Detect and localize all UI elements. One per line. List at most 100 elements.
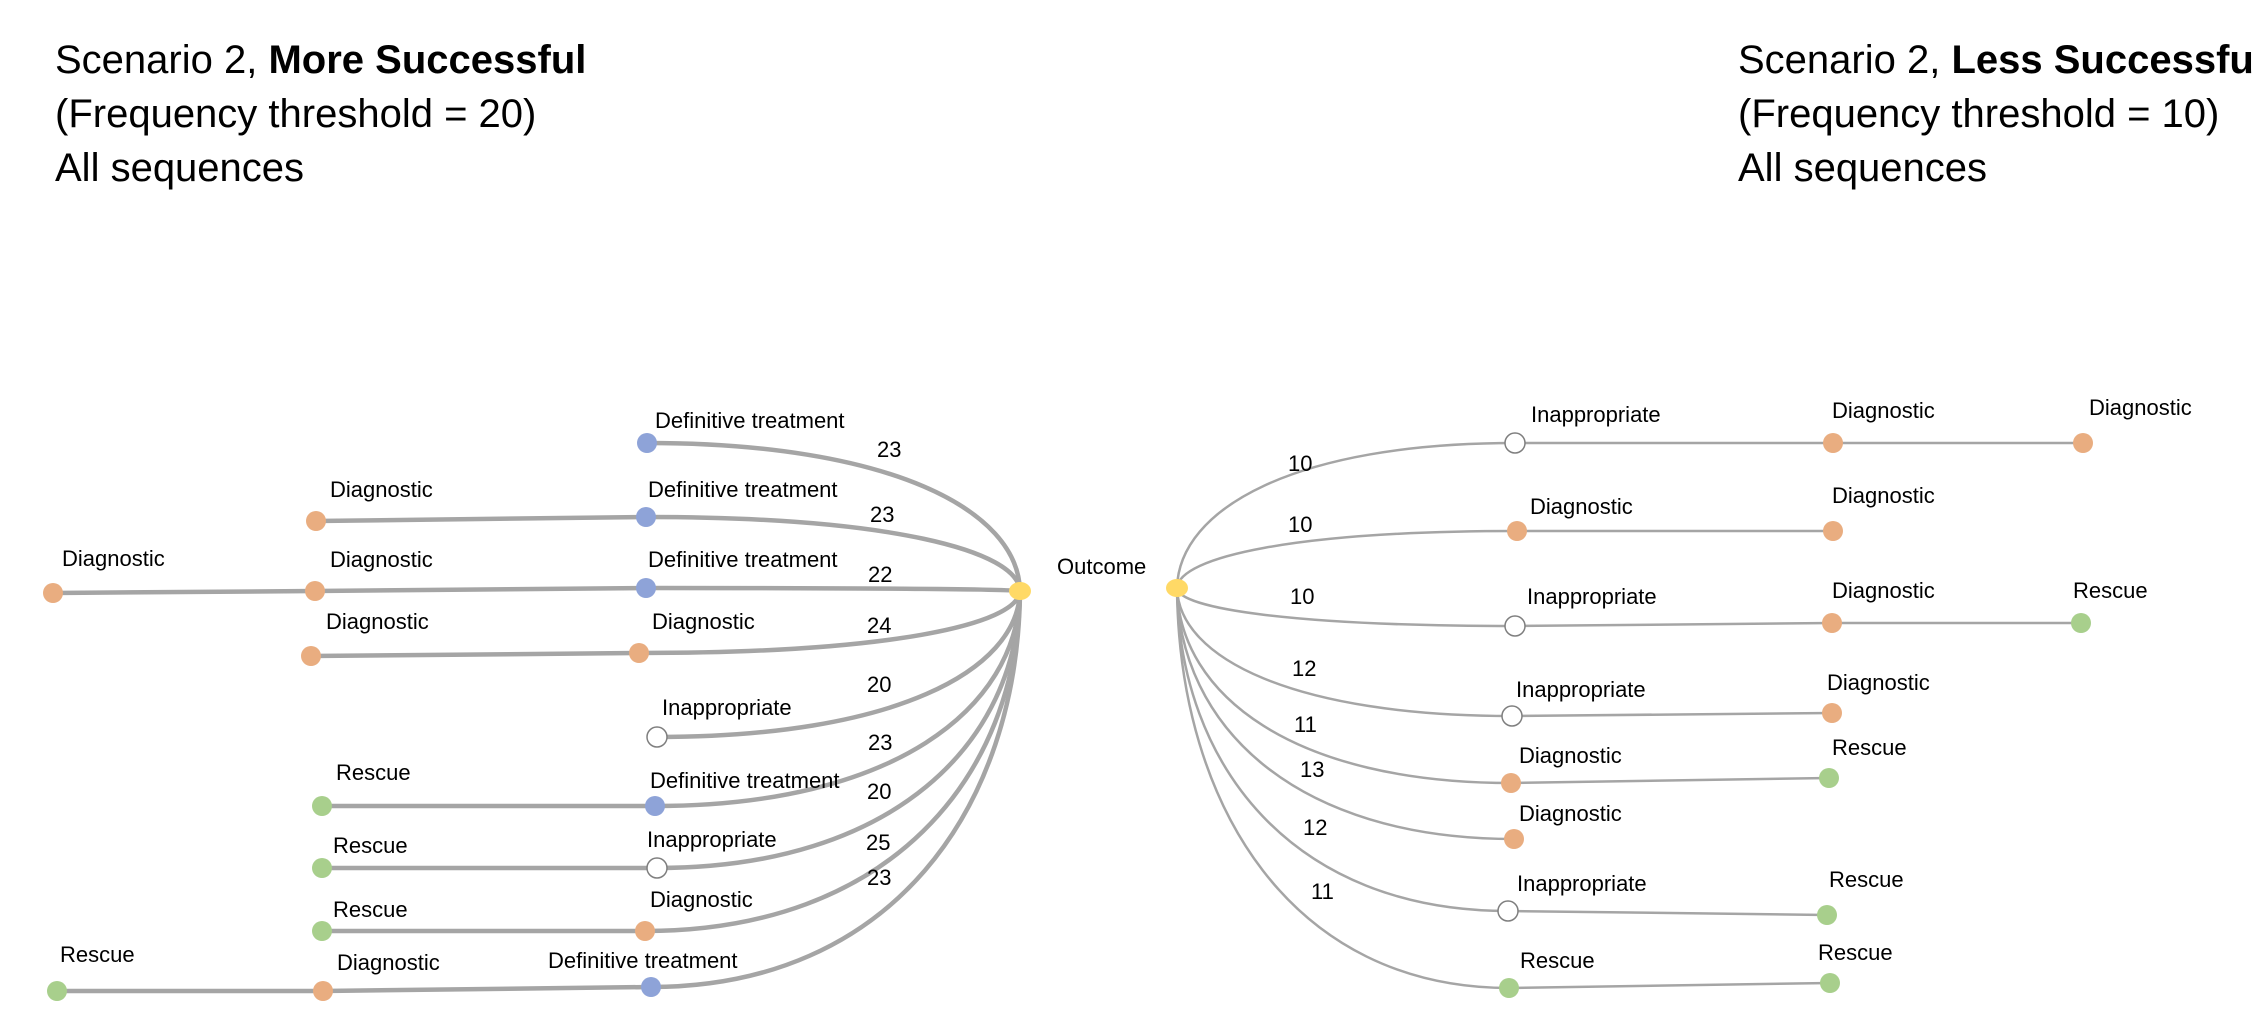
right-edge-outcome-2 — [1175, 529, 1518, 589]
right-node-diagnostic — [1507, 521, 1527, 541]
left-title-bold: More Successful — [268, 38, 587, 82]
right-node-label-diagnostic: Diagnostic — [1530, 494, 1633, 519]
right-edge-outcome-3 — [1175, 587, 1516, 628]
left-node-definitive-treatment — [641, 977, 661, 997]
right-edge-5-1 — [1510, 776, 1830, 785]
right-node-rescue — [1820, 973, 1840, 993]
left-edge-count: 24 — [867, 613, 891, 638]
left-edge-count: 22 — [868, 562, 892, 587]
right-node-label-diagnostic: Diagnostic — [1832, 578, 1935, 603]
left-threshold: (Frequency threshold = 20) — [55, 92, 537, 136]
right-edge-count: 12 — [1292, 656, 1316, 681]
right-node-rescue — [1817, 905, 1837, 925]
left-node-definitive-treatment — [636, 507, 656, 527]
right-node-diagnostic — [2073, 433, 2093, 453]
right-edge-outcome-7 — [1175, 587, 1509, 913]
right-title-bold: Less Successful — [1951, 38, 2252, 82]
left-edge-outcome-6 — [654, 590, 1023, 809]
right-node-label-inappropriate: Inappropriate — [1527, 584, 1657, 609]
left-node-definitive-treatment — [645, 796, 665, 816]
left-edge-outcome-8 — [644, 590, 1023, 934]
right-edge-8-1 — [1508, 981, 1831, 990]
right-node-label-rescue: Rescue — [1818, 940, 1893, 965]
left-node-label-inappropriate: Inappropriate — [662, 695, 792, 720]
left-node-label-diagnostic: Diagnostic — [337, 950, 440, 975]
left-edge-count: 20 — [867, 672, 891, 697]
left-subtitle: All sequences — [55, 146, 305, 190]
right-edge-count: 13 — [1300, 757, 1324, 782]
left-edge-count: 23 — [867, 865, 891, 890]
right-node-diagnostic — [1823, 521, 1843, 541]
left-node-diagnostic — [629, 643, 649, 663]
left-node-label-diagnostic: Diagnostic — [650, 887, 753, 912]
left-node-label-diagnostic: Diagnostic — [326, 609, 429, 634]
right-subtitle: All sequences — [1738, 146, 1988, 190]
right-node-rescue — [1819, 768, 1839, 788]
left-node-inappropriate — [646, 857, 668, 879]
edges-layer — [52, 440, 2083, 994]
right-node-label-diagnostic: Diagnostic — [1519, 743, 1622, 768]
right-edge-count: 10 — [1288, 512, 1312, 537]
left-title: Scenario 2, More Successful (Frequency t… — [55, 33, 586, 195]
left-edge-count: 20 — [867, 779, 891, 804]
left-node-label-diagnostic: Diagnostic — [62, 546, 165, 571]
right-node-inappropriate — [1504, 615, 1526, 637]
left-node-diagnostic — [305, 581, 325, 601]
left-edge-9-1 — [322, 984, 652, 994]
right-edge-3-1 — [1514, 621, 1833, 628]
left-node-label-definitive-treatment: Definitive treatment — [548, 948, 738, 973]
right-edge-count: 12 — [1303, 815, 1327, 840]
right-node-label-diagnostic: Diagnostic — [1519, 801, 1622, 826]
left-node-definitive-treatment — [637, 433, 657, 453]
left-node-rescue — [47, 981, 67, 1001]
right-node-label-inappropriate: Inappropriate — [1517, 871, 1647, 896]
right-threshold: (Frequency threshold = 10) — [1738, 92, 2220, 136]
right-edge-outcome-5 — [1175, 587, 1512, 785]
right-node-label-inappropriate: Inappropriate — [1531, 402, 1661, 427]
left-edge-outcome-5 — [656, 590, 1023, 740]
right-node-rescue — [1499, 978, 1519, 998]
left-node-inappropriate — [646, 726, 668, 748]
left-node-diagnostic — [313, 981, 333, 1001]
left-node-label-rescue: Rescue — [333, 897, 408, 922]
nodes-layer — [43, 432, 2093, 1001]
left-node-label-definitive-treatment: Definitive treatment — [648, 477, 838, 502]
left-node-label-definitive-treatment: Definitive treatment — [655, 408, 845, 433]
left-node-label-diagnostic: Diagnostic — [652, 609, 755, 634]
left-title-prefix: Scenario 2, — [55, 38, 269, 82]
left-edge-3-2 — [52, 588, 316, 596]
right-title-prefix: Scenario 2, — [1738, 38, 1952, 82]
right-title-line: Scenario 2, Less Successful — [1738, 33, 2252, 87]
right-node-inappropriate — [1504, 432, 1526, 454]
left-edge-2-1 — [315, 514, 647, 524]
left-node-label-definitive-treatment: Definitive treatment — [650, 768, 840, 793]
left-node-label-inappropriate: Inappropriate — [647, 827, 777, 852]
right-edge-4-1 — [1511, 711, 1833, 718]
left-node-label-rescue: Rescue — [333, 833, 408, 858]
right-node-label-inappropriate: Inappropriate — [1516, 677, 1646, 702]
right-node-diagnostic — [1501, 773, 1521, 793]
right-edge-count: 11 — [1311, 879, 1334, 904]
left-node-rescue — [312, 921, 332, 941]
right-node-label-diagnostic: Diagnostic — [1832, 483, 1935, 508]
left-title-line: Scenario 2, More Successful — [55, 33, 586, 87]
left-edge-outcome-9 — [650, 590, 1023, 990]
right-edge-count: 10 — [1288, 451, 1312, 476]
right-node-label-diagnostic: Diagnostic — [1832, 398, 1935, 423]
left-edge-count: 25 — [866, 830, 890, 855]
right-node-label-rescue: Rescue — [1829, 867, 1904, 892]
right-node-label-rescue: Rescue — [2073, 578, 2148, 603]
right-node-diagnostic — [1822, 703, 1842, 723]
left-node-label-definitive-treatment: Definitive treatment — [648, 547, 838, 572]
right-edge-7-1 — [1507, 909, 1828, 917]
right-node-label-rescue: Rescue — [1832, 735, 1907, 760]
right-node-diagnostic — [1822, 613, 1842, 633]
right-node-inappropriate — [1497, 900, 1519, 922]
left-node-diagnostic — [306, 511, 326, 531]
right-node-label-diagnostic: Diagnostic — [1827, 670, 1930, 695]
right-node-rescue — [2071, 613, 2091, 633]
left-edge-3-1 — [314, 585, 647, 594]
right-edge-count: 10 — [1290, 584, 1314, 609]
left-node-label-diagnostic: Diagnostic — [330, 477, 433, 502]
